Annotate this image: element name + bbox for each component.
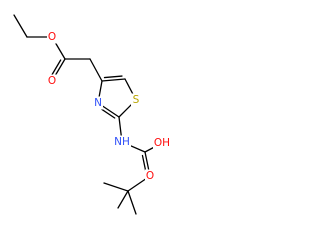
hydroxyl-label: OH xyxy=(154,137,170,149)
bond-layer xyxy=(13,14,163,215)
ring-sulfur-label-background xyxy=(131,93,141,107)
hydroxyl-label-background xyxy=(153,136,171,150)
tert-butyl-oxygen-label: O xyxy=(146,170,154,182)
carbonyl-oxygen-label: O xyxy=(48,75,56,87)
atom-label-layer: O O N S NH OH O xyxy=(47,30,171,183)
bond-cq-m1 xyxy=(103,182,129,192)
ester-oxygen-label: O xyxy=(48,31,56,43)
ring-nitrogen-label-background xyxy=(93,96,103,110)
bond-cC-oC-second-line xyxy=(50,59,62,78)
ring-nitrogen-label: N xyxy=(94,97,102,109)
ester-oxygen-label-background xyxy=(47,30,57,44)
bond-c4-c5-second-line xyxy=(103,75,123,79)
amide-nitrogen-label-background xyxy=(113,135,131,149)
molecule-structure: O O N S NH OH O xyxy=(13,14,171,215)
bond-ch2b-c4 xyxy=(89,58,103,82)
bond-cq-m3 xyxy=(117,190,129,209)
ring-sulfur-label: S xyxy=(133,94,140,106)
bond-me-ch2a xyxy=(13,14,28,38)
amide-nitrogen-label: NH xyxy=(114,136,130,148)
tert-butyl-oxygen-label-background xyxy=(145,169,155,183)
carbonyl-oxygen-label-background xyxy=(47,74,57,88)
bond-cq-m2 xyxy=(127,190,137,215)
bond-c4-c5 xyxy=(101,78,126,82)
